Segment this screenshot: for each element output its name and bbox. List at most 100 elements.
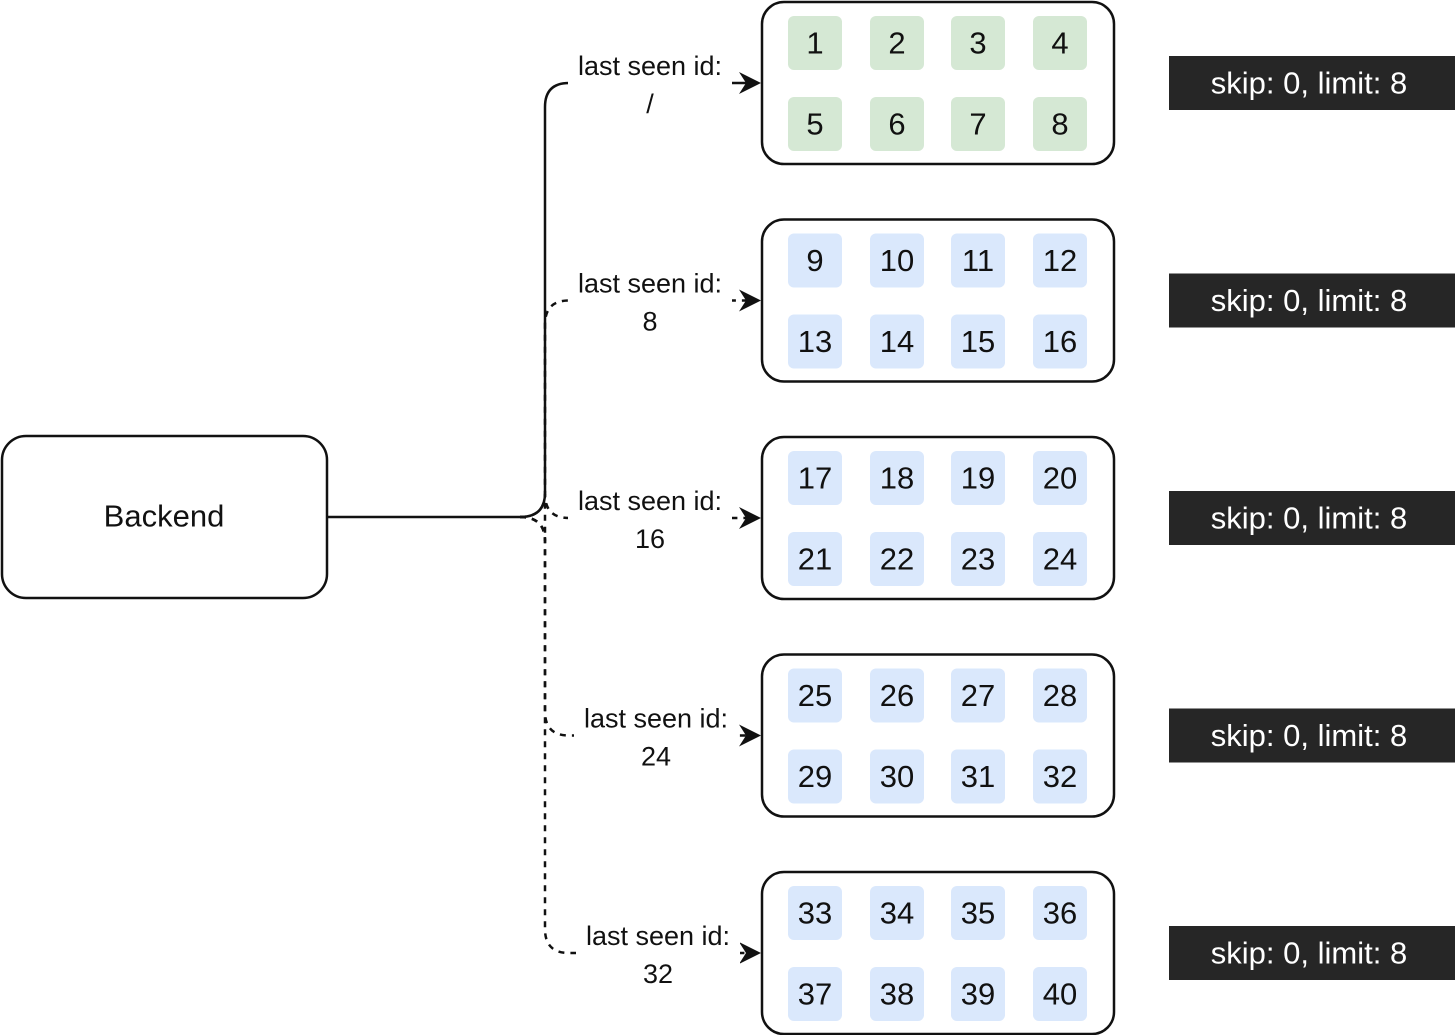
arrowhead-icon [739,507,761,529]
item-id: 33 [798,896,832,931]
page-box [760,218,1116,383]
edge-label-line-1: last seen id: [586,921,730,951]
item-id: 38 [880,977,914,1012]
edge-label-background [576,917,740,997]
item-cell [788,749,842,804]
edge-to-page-2 [519,299,747,519]
item-id: 10 [880,243,914,278]
item-cell [788,967,842,1021]
item-cell [870,668,924,723]
edge-label-background [568,482,732,562]
item-id: 2 [888,26,905,61]
item-id: 21 [798,542,832,577]
item-id: 6 [888,107,905,142]
item-id: 7 [969,107,986,142]
item-cell [951,451,1005,505]
edge-label-background [568,47,732,127]
item-cell [788,886,842,940]
item-id: 39 [961,977,995,1012]
item-id: 22 [880,542,914,577]
item-id: 18 [880,461,914,496]
skip-limit-badge [1169,708,1455,763]
item-cell [788,16,842,70]
item-cell [870,532,924,586]
item-cell [951,532,1005,586]
item-cell [1033,967,1087,1021]
item-id: 29 [798,759,832,794]
item-cell [870,97,924,151]
item-id: 26 [880,678,914,713]
item-id: 12 [1043,243,1077,278]
edge-label-background [574,699,738,780]
item-cell [951,967,1005,1021]
item-id: 34 [880,896,914,931]
item-id: 8 [1051,107,1068,142]
skip-limit-badge [1169,491,1455,545]
item-id: 27 [961,678,995,713]
item-id: 24 [1043,542,1077,577]
item-cell [788,532,842,586]
item-cell [1033,749,1087,804]
item-id: 28 [1043,678,1077,713]
item-cell [870,886,924,940]
item-cell [951,233,1005,288]
skip-limit-text: skip: 0, limit: 8 [1211,936,1407,971]
item-id: 13 [798,324,832,359]
skip-limit-text: skip: 0, limit: 8 [1211,501,1407,536]
edge-label-line-1: last seen id: [578,269,722,299]
item-id: 11 [962,243,994,278]
item-id: 30 [880,759,914,794]
page-box [760,653,1116,818]
edge-label-background [568,264,732,345]
item-cell [870,314,924,369]
item-cell [951,668,1005,723]
item-cell [1033,451,1087,505]
page-box [760,0,1116,166]
item-cell [1033,886,1087,940]
item-cell [1033,314,1087,369]
item-cell [870,451,924,505]
item-id: 17 [798,461,832,496]
item-id: 15 [961,324,995,359]
item-id: 23 [961,542,995,577]
item-id: 16 [1043,324,1077,359]
item-cell [1033,668,1087,723]
item-cell [1033,97,1087,151]
item-cell [870,967,924,1021]
item-cell [788,233,842,288]
skip-limit-badge [1169,56,1455,110]
backend-label: Backend [104,499,225,534]
item-id: 4 [1051,26,1068,61]
skip-limit-text: skip: 0, limit: 8 [1211,66,1407,101]
arrowhead-icon [739,72,761,94]
edge-label-last-seen-id: 32 [643,959,673,989]
item-cell [1033,532,1087,586]
skip-limit-badge [1169,926,1455,980]
item-id: 19 [961,461,995,496]
item-id: 37 [798,977,832,1012]
item-id: 5 [806,107,823,142]
item-id: 25 [798,678,832,713]
arrowhead-icon [739,942,761,964]
edge-label-last-seen-id: 16 [635,524,665,554]
arrowhead-icon [739,724,761,747]
edge-label-line-1: last seen id: [578,51,722,81]
item-cell [870,233,924,288]
item-cell [788,451,842,505]
item-cell [870,16,924,70]
skip-limit-badge [1169,273,1455,328]
item-cell [951,886,1005,940]
item-cell [788,668,842,723]
item-id: 36 [1043,896,1077,931]
edge-label-last-seen-id: 8 [642,307,657,337]
edge-label-line-1: last seen id: [584,704,728,734]
item-id: 40 [1043,977,1077,1012]
edge-label-line-1: last seen id: [578,486,722,516]
